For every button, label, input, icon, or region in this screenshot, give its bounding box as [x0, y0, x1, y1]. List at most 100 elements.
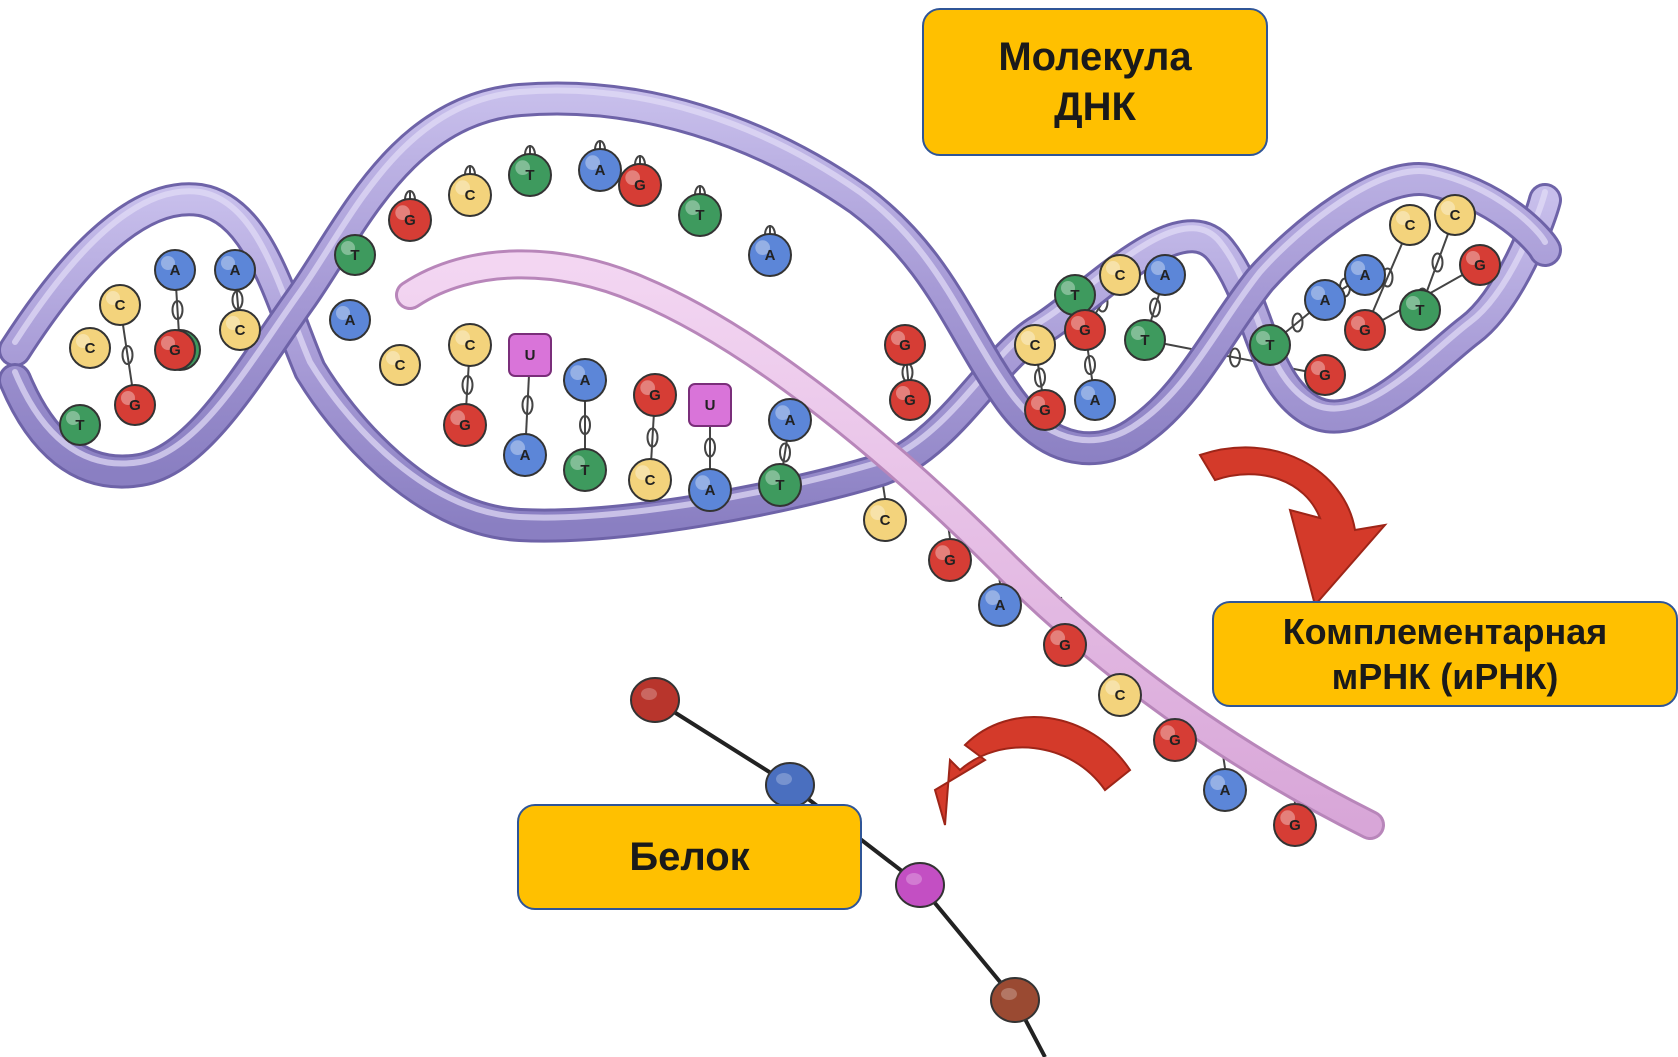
amino-acid-bead	[631, 678, 679, 722]
base-C: C	[449, 324, 491, 366]
base-C: C	[1015, 325, 1055, 365]
base-C: C	[864, 499, 906, 541]
base-G: G	[1065, 310, 1105, 350]
base-C: C	[449, 174, 491, 216]
base-G: G	[1154, 719, 1196, 761]
base-letter: A	[765, 247, 776, 264]
base-C: C	[629, 459, 671, 501]
mrna-label-line2: мРНК (иРНК)	[1283, 654, 1608, 699]
base-letter: G	[129, 397, 141, 414]
base-T: T	[1055, 275, 1095, 315]
base-letter: C	[85, 340, 96, 357]
base-letter: C	[645, 472, 656, 489]
base-T: T	[564, 449, 606, 491]
base-letter: A	[705, 482, 716, 499]
base-A: A	[689, 469, 731, 511]
base-A: A	[1305, 280, 1345, 320]
base-T: T	[1400, 290, 1440, 330]
base-G: G	[1460, 245, 1500, 285]
base-U: U	[689, 384, 731, 426]
base-letter: G	[459, 417, 471, 434]
base-A: A	[564, 359, 606, 401]
base-C: C	[100, 285, 140, 325]
base-letter: A	[1360, 267, 1371, 284]
base-letter: T	[75, 417, 84, 434]
base-G: G	[890, 380, 930, 420]
base-letter: C	[465, 337, 476, 354]
base-letter: T	[1140, 332, 1149, 349]
base-letter: T	[580, 462, 589, 479]
curved-arrow-left-icon	[935, 717, 1130, 825]
amino-acid-bead	[766, 763, 814, 807]
base-letter: A	[1090, 392, 1101, 409]
base-T: T	[1250, 325, 1290, 365]
base-letter: C	[1450, 207, 1461, 224]
base-T: T	[509, 154, 551, 196]
base-letter: C	[1115, 687, 1126, 704]
base-letter: T	[1265, 337, 1274, 354]
base-C: C	[380, 345, 420, 385]
base-letter: A	[580, 372, 591, 389]
base-G: G	[444, 404, 486, 446]
base-G: G	[929, 539, 971, 581]
dna-molecule-label: Молекула ДНК	[922, 8, 1268, 156]
base-A: A	[215, 250, 255, 290]
base-A: A	[1075, 380, 1115, 420]
base-letter: G	[904, 392, 916, 409]
base-letter: G	[1059, 637, 1071, 654]
base-G: G	[1044, 624, 1086, 666]
base-letter: C	[395, 357, 406, 374]
base-letter: G	[404, 212, 416, 229]
base-letter: G	[1289, 817, 1301, 834]
base-letter: U	[705, 397, 716, 414]
base-letter: A	[595, 162, 606, 179]
protein-label-text: Белок	[629, 832, 749, 882]
base-letter: A	[345, 312, 356, 329]
base-letter: C	[465, 187, 476, 204]
base-A: A	[155, 250, 195, 290]
base-letter: A	[995, 597, 1006, 614]
base-G: G	[1025, 390, 1065, 430]
base-letter: G	[169, 342, 181, 359]
base-C: C	[1435, 195, 1475, 235]
base-T: T	[759, 464, 801, 506]
base-C: C	[1099, 674, 1141, 716]
base-letter: A	[170, 262, 181, 279]
protein-label: Белок	[517, 804, 862, 910]
base-letter: G	[1319, 367, 1331, 384]
base-letter: T	[525, 167, 534, 184]
base-T: T	[679, 194, 721, 236]
base-letter: G	[1079, 322, 1091, 339]
curved-arrow-down-icon	[1200, 447, 1385, 605]
base-letter: G	[944, 552, 956, 569]
base-letter: A	[785, 412, 796, 429]
mrna-label-line1: Комплементарная	[1283, 609, 1608, 654]
base-A: A	[1204, 769, 1246, 811]
base-letter: T	[695, 207, 704, 224]
base-letter: A	[1160, 267, 1171, 284]
base-C: C	[1390, 205, 1430, 245]
base-letter: G	[1039, 402, 1051, 419]
bead-gloss	[906, 873, 922, 885]
bead-gloss	[1001, 988, 1017, 1000]
base-A: A	[979, 584, 1021, 626]
base-letter: A	[1320, 292, 1331, 309]
base-letter: A	[520, 447, 531, 464]
base-A: A	[504, 434, 546, 476]
base-C: C	[1100, 255, 1140, 295]
base-letter: C	[235, 322, 246, 339]
base-letter: T	[350, 247, 359, 264]
base-A: A	[579, 149, 621, 191]
bead-gloss	[776, 773, 792, 785]
base-G: G	[115, 385, 155, 425]
base-A: A	[1145, 255, 1185, 295]
dna-label-line1: Молекула	[998, 32, 1191, 82]
base-letter: C	[1030, 337, 1041, 354]
base-G: G	[1345, 310, 1385, 350]
base-G: G	[634, 374, 676, 416]
base-letter: T	[1415, 302, 1424, 319]
amino-acid-bead	[991, 978, 1039, 1022]
base-letter: G	[899, 337, 911, 354]
bead-gloss	[641, 688, 657, 700]
base-letter: G	[634, 177, 646, 194]
